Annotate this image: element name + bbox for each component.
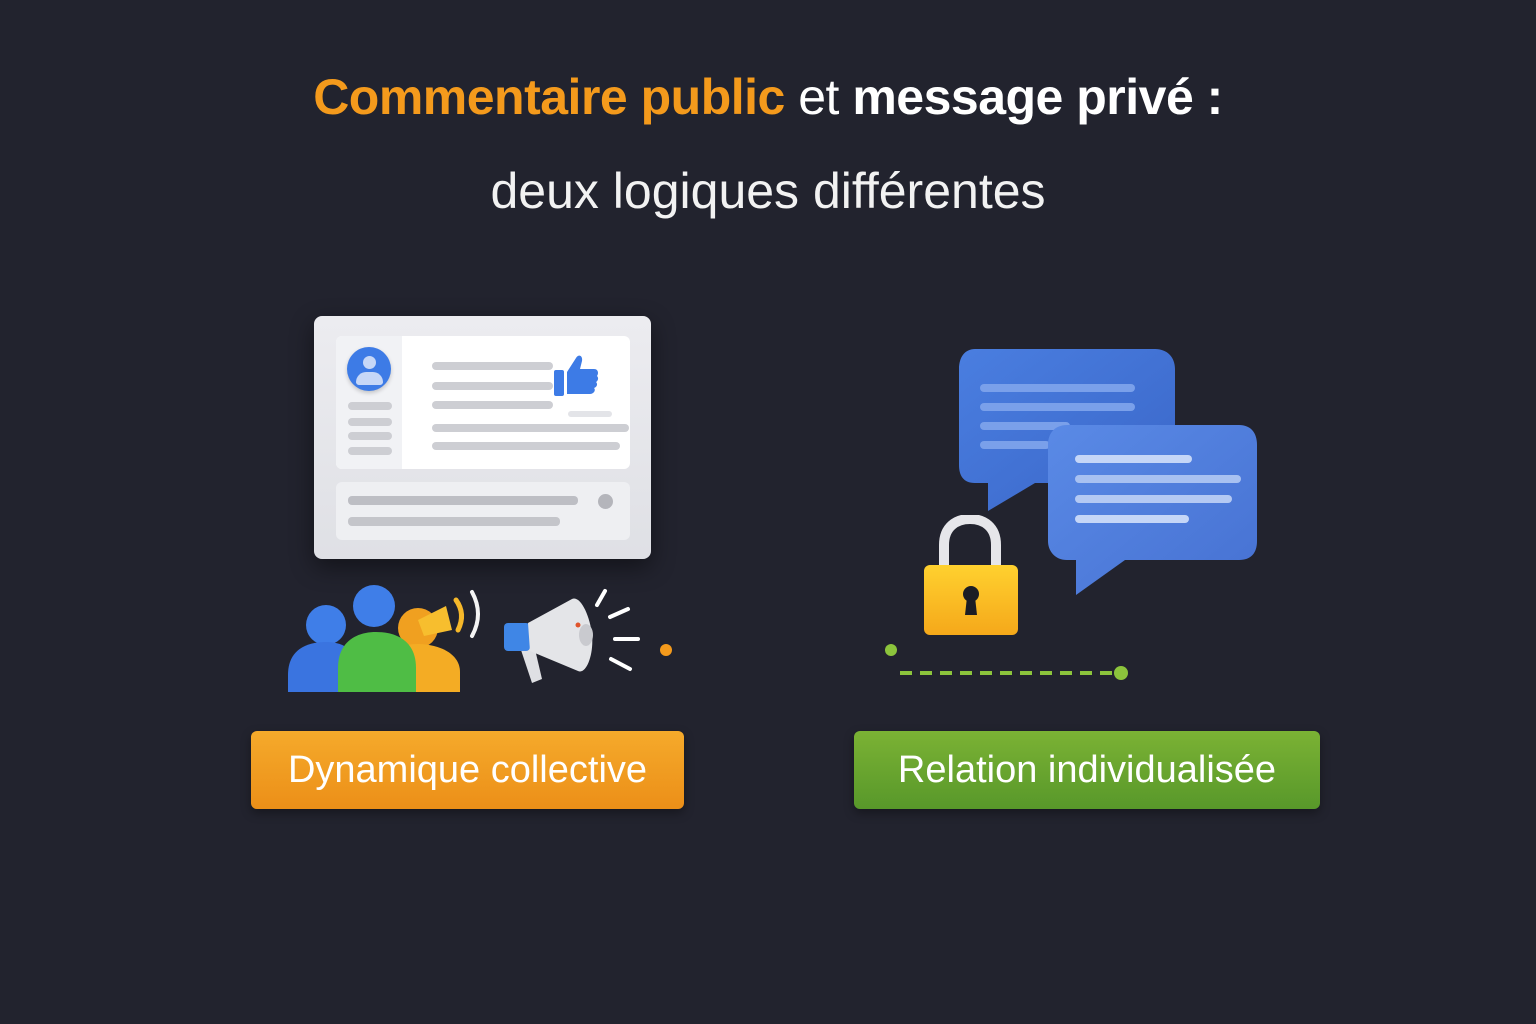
send-dot-icon — [598, 494, 613, 509]
placeholder-line — [432, 442, 620, 450]
page-subtitle: deux logiques différentes — [490, 163, 1046, 219]
placeholder-line — [432, 362, 553, 370]
placeholder-line — [432, 424, 629, 432]
placeholder-line — [432, 401, 553, 409]
padlock-icon — [924, 515, 1018, 635]
page-title: Commentaire public et message privé : — [0, 68, 1536, 126]
placeholder-line — [348, 432, 392, 440]
title-private-message: message privé : — [852, 69, 1223, 125]
placeholder-line — [348, 418, 392, 426]
placeholder-line — [432, 382, 553, 390]
post-content — [336, 336, 630, 469]
placeholder-line — [348, 402, 392, 410]
title-public-comment: Commentaire public — [313, 69, 785, 125]
connection-path — [660, 644, 1128, 680]
public-post-card — [314, 316, 651, 559]
placeholder-line — [348, 517, 560, 526]
collective-dynamic-label: Dynamique collective — [251, 731, 684, 809]
placeholder-line — [348, 496, 578, 505]
megaphone-icon — [504, 589, 640, 683]
placeholder-line — [568, 411, 612, 417]
individual-relation-label: Relation individualisée — [854, 731, 1320, 809]
user-avatar-icon — [347, 347, 391, 391]
chat-bubbles-icon — [959, 349, 1257, 595]
placeholder-line — [348, 447, 392, 455]
comment-input-area — [336, 482, 630, 540]
title-connector: et — [784, 69, 853, 125]
group-people-icon — [288, 585, 480, 692]
post-author-column — [336, 336, 402, 469]
thumbs-up-icon — [554, 355, 599, 396]
